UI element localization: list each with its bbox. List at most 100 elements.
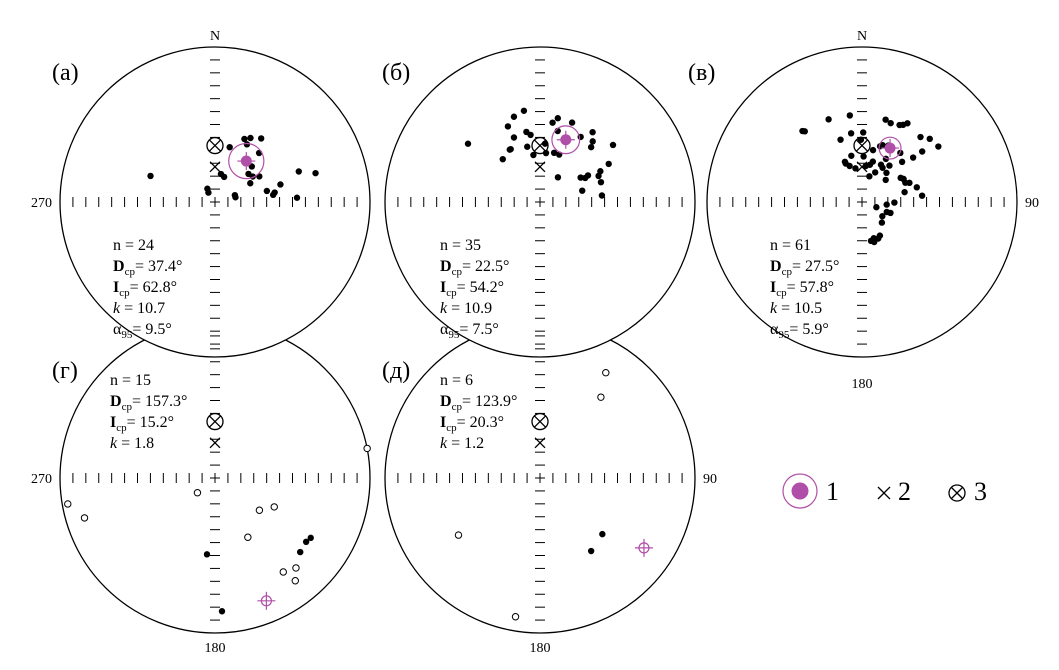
data-point-lower: [913, 184, 921, 191]
stat-line: n = 35: [440, 237, 481, 254]
data-point-lower: [918, 148, 926, 155]
data-point-lower: [269, 191, 277, 199]
data-point-lower: [837, 136, 844, 143]
stat-symbol: I: [440, 279, 446, 296]
stat-value: = 9.5°: [132, 321, 171, 338]
data-point-lower: [587, 547, 595, 555]
stat-symbol: D: [440, 258, 452, 275]
data-point-lower: [464, 140, 472, 147]
stat-subscript: ср: [119, 287, 130, 299]
stat-subscript: 95: [778, 329, 790, 341]
panel-label: (д): [382, 358, 410, 384]
stat-subscript: ср: [446, 422, 457, 434]
data-point-lower: [882, 116, 889, 123]
stat-line: Dср= 37.4°: [113, 258, 182, 278]
stat-value: = 35: [448, 237, 481, 254]
data-point-lower: [510, 113, 518, 120]
direction-label: 180: [852, 377, 873, 392]
data-point-lower: [883, 208, 890, 216]
data-point-lower: [589, 128, 596, 136]
data-point-upper: [511, 613, 520, 621]
data-point-lower: [595, 172, 602, 180]
data-point-lower: [542, 149, 550, 157]
stat-line: k = 10.7: [113, 300, 165, 317]
data-point-lower: [598, 192, 606, 199]
data-point-lower: [886, 162, 893, 169]
stat-value: = 7.5°: [459, 321, 498, 338]
data-point-lower: [877, 161, 885, 168]
stat-value: = 10.9: [447, 300, 492, 317]
data-point-upper: [244, 533, 252, 541]
panel-label: (в): [688, 60, 715, 86]
stat-value: = 37.4°: [135, 258, 182, 275]
direction-label: 180: [530, 641, 551, 656]
data-point-lower: [904, 120, 911, 127]
direction-label: N: [210, 29, 220, 44]
stat-subscript: ср: [122, 401, 133, 413]
stat-symbol: α: [113, 321, 122, 338]
stat-value: = 15: [118, 372, 151, 389]
data-point-upper: [193, 489, 202, 497]
stat-line: k = 1.8: [110, 435, 154, 452]
data-point-lower: [848, 152, 855, 159]
stat-value: = 10.5: [777, 300, 822, 317]
data-point-lower: [554, 174, 562, 181]
direction-label: 90: [1025, 196, 1039, 211]
data-point-lower: [869, 146, 877, 154]
stat-line: n = 61: [770, 237, 811, 254]
stat-symbol: α: [440, 321, 449, 338]
mean-confidence-circle: [878, 136, 902, 160]
legend-cross-b: [877, 486, 891, 500]
stat-line: n = 15: [110, 372, 151, 389]
data-point-lower: [541, 140, 549, 147]
data-point-upper: [602, 369, 610, 377]
panel-label: (а): [52, 60, 79, 86]
data-point-lower: [147, 172, 154, 180]
direction-label: 180: [205, 641, 226, 656]
stat-value: = 57.8°: [787, 279, 834, 296]
data-point-upper: [255, 506, 264, 514]
stat-symbol: k: [110, 435, 118, 452]
dipole-field-marker-x-b: [208, 415, 222, 428]
data-point-lower: [866, 173, 873, 180]
data-point-lower: [846, 112, 854, 119]
data-point-lower: [599, 530, 606, 538]
data-point-lower: [277, 181, 284, 188]
panel-label: (г): [52, 358, 78, 384]
data-point-lower: [220, 173, 228, 181]
data-point-lower: [898, 158, 906, 166]
legend-circlecross-x-b: [950, 486, 964, 500]
dipole-field-marker-x-b: [855, 139, 869, 152]
data-point-lower: [520, 107, 528, 114]
legend-label-3: 3: [974, 477, 987, 506]
stat-symbol: k: [770, 300, 778, 317]
stat-subscript: ср: [776, 287, 787, 299]
data-point-lower: [506, 146, 513, 153]
data-point-lower: [852, 165, 859, 172]
stat-subscript: ср: [782, 266, 793, 278]
stat-line: Iср= 57.8°: [770, 279, 834, 299]
stat-symbol: n: [770, 237, 778, 254]
data-point-upper: [454, 531, 463, 539]
dipole-field-marker-x-b: [208, 139, 222, 152]
stat-subscript: 95: [121, 329, 133, 341]
direction-label: 270: [31, 196, 52, 211]
stat-value: = 1.2: [447, 435, 484, 452]
stat-line: Dср= 157.3°: [110, 393, 187, 413]
stat-line: α95= 5.9°: [770, 321, 829, 341]
stat-symbol: D: [113, 258, 125, 275]
stat-value: = 157.3°: [132, 393, 187, 410]
data-point-lower: [860, 129, 867, 136]
stat-line: Iср= 20.3°: [440, 414, 504, 434]
data-point-lower: [878, 219, 886, 226]
data-point-lower: [203, 551, 211, 558]
data-point-lower: [218, 608, 226, 615]
data-point-lower: [307, 534, 314, 542]
data-point-lower: [499, 155, 506, 163]
data-point-lower: [882, 176, 889, 184]
stat-line: n = 6: [440, 372, 473, 389]
stat-line: k = 1.2: [440, 435, 484, 452]
stat-line: α95= 9.5°: [113, 321, 172, 341]
